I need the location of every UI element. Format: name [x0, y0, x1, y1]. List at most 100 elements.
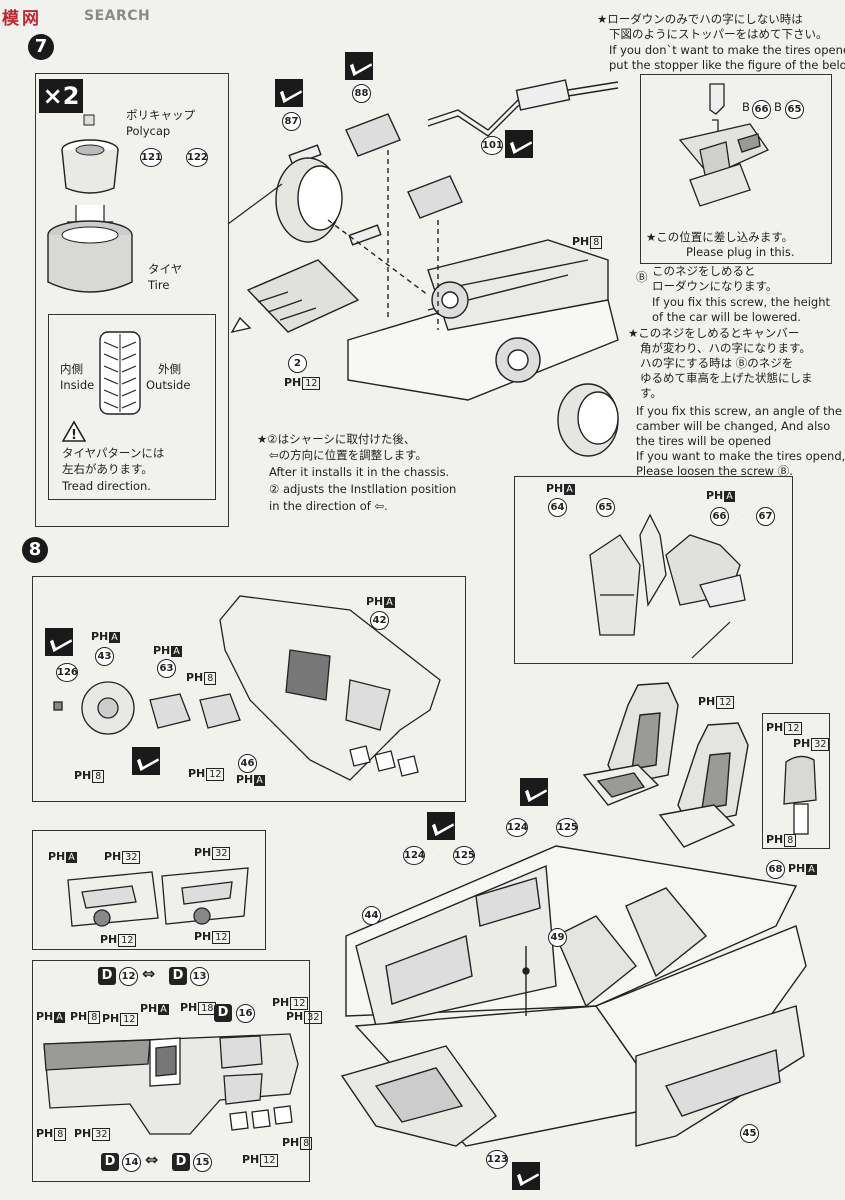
logo-mark: 模: [2, 9, 19, 29]
dashboard-box: [32, 576, 466, 802]
stopper-note-jp2: 下図のようにストッパーをはめて下さい。: [609, 27, 828, 41]
dash-detail-box: [32, 960, 310, 1182]
part-123: 123: [486, 1150, 508, 1169]
shift-knob-drawing: [783, 755, 817, 835]
screw-b-marker: Ⓑ: [636, 270, 648, 284]
camber-note-en3: the tires will be opened: [636, 434, 772, 448]
screw-b-note-en1: If you fix this screw, the height: [652, 295, 830, 309]
tire-label-en: Tire: [148, 278, 170, 292]
part-46: 46: [238, 754, 257, 773]
polycap-label-en: Polycap: [126, 124, 171, 138]
screw-b-note-jp1: このネジをしめると: [652, 264, 756, 278]
stopper-note-jp1: ★ローダウンのみでハの字にしない時は: [597, 12, 803, 26]
logo-mark-2: 网: [22, 9, 39, 29]
part-125: 125: [556, 818, 578, 837]
decal-14: 14: [122, 1153, 141, 1172]
part-125: 125: [453, 846, 475, 865]
part-49: 49: [548, 928, 567, 947]
camber-note-jp1: ★このネジをしめるとキャンバー: [628, 326, 800, 340]
camber-note-jp2: 角が変わり、ハの字になります。: [640, 341, 811, 355]
dashboard-drawing: [53, 595, 441, 781]
swap-icon: ⇔: [142, 964, 156, 983]
part-63: 63: [157, 659, 176, 678]
cement-icon: [132, 747, 160, 775]
seat-box-leader: [691, 621, 731, 659]
polycap-label-jp: ポリキャップ: [126, 108, 195, 122]
part-122: 122: [186, 148, 208, 167]
part-124: 124: [506, 818, 528, 837]
shift-knob-box: [762, 713, 830, 849]
dash-detail-drawing: [43, 1033, 299, 1135]
camber-note-jp4: ゆるめて車高を上げた状態にしま: [640, 371, 813, 385]
part-88: 88: [352, 84, 371, 103]
swap-icon: ⇔: [145, 1150, 159, 1169]
tread-note-jp2: 左右があります。: [62, 462, 153, 476]
part-65: 65: [596, 498, 615, 517]
decal-d-icon: D: [172, 1153, 190, 1171]
tread-note-en: Tread direction.: [62, 479, 151, 493]
tire-label-jp: タイヤ: [148, 262, 183, 276]
chassis-note-en3: in the direction of ⇦.: [269, 499, 388, 513]
polycap-tire-drawing: [47, 114, 133, 293]
door-panels-box: [32, 830, 266, 950]
logo-text: SEARCH: [84, 8, 151, 24]
tread-note-jp1: タイヤパターンには: [62, 446, 165, 460]
inside-label-en: Inside: [60, 378, 95, 392]
chassis-note-en2: ② adjusts the Instllation position: [269, 482, 457, 496]
front-seats-drawing: [582, 682, 749, 848]
part-124: 124: [403, 846, 425, 865]
decal-15: 15: [193, 1153, 212, 1172]
decal-16: 16: [236, 1004, 255, 1023]
part-44: 44: [362, 906, 381, 925]
cement-icon: [275, 79, 303, 107]
b-label-2: B: [774, 100, 782, 114]
stopper-drawing: [678, 83, 769, 207]
stopper-note-en1: If you don`t want to make the tires open…: [609, 43, 845, 57]
screw-b-note-en2: of the car will be lowered.: [652, 310, 801, 324]
chassis-rear-drawing: [230, 79, 619, 457]
door-panels-drawing: [67, 867, 249, 927]
camber-note-en5: Please loosen the screw Ⓑ.: [636, 464, 793, 478]
cement-icon: [512, 1162, 540, 1190]
svg-text:!: !: [71, 428, 77, 442]
interior-tub-drawing: [340, 845, 807, 1147]
part-42: 42: [370, 611, 389, 630]
part-121: 121: [140, 148, 162, 167]
decal-d-icon: D: [101, 1153, 119, 1171]
step-8-marker: 8: [22, 537, 48, 563]
part-67: 67: [756, 507, 775, 526]
part-2: 2: [288, 354, 307, 373]
plug-note-en: Please plug in this.: [686, 245, 795, 259]
part-68: 68: [766, 860, 785, 879]
quantity-badge: ×2: [39, 79, 83, 113]
tire-assembly-box: [35, 73, 229, 527]
leader-line: [227, 183, 283, 225]
cement-icon: [505, 130, 533, 158]
